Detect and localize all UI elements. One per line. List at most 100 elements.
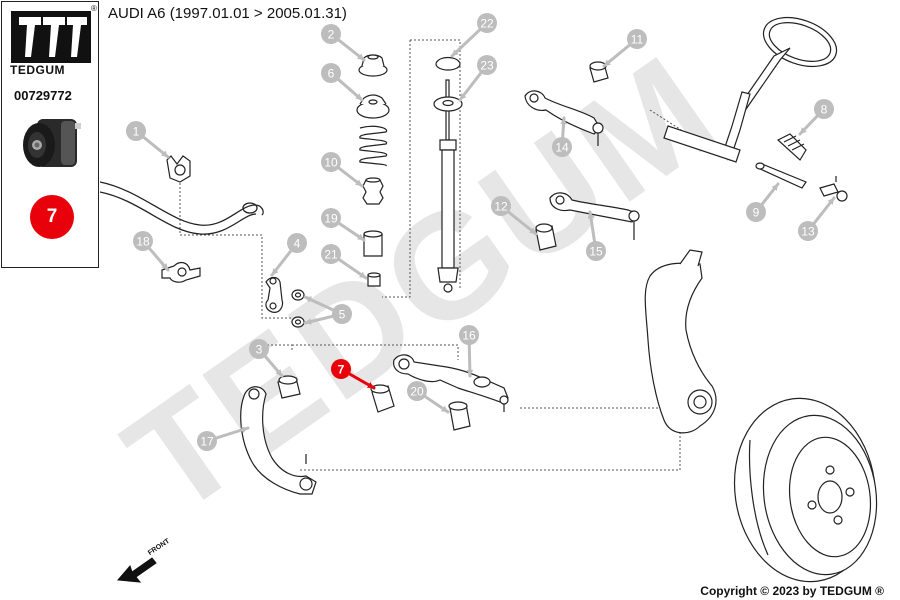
callout-8: 8 [798,99,834,136]
callout-arrowhead [357,233,364,240]
callout-bubble [321,63,341,83]
vehicle-title: AUDI A6 (1997.01.01 > 2005.01.31) [108,5,347,22]
callout-label: 19 [324,212,338,226]
callout-14: 14 [552,116,572,157]
callout-arrowhead [355,93,362,100]
callout-label: 7 [338,363,345,377]
callout-bubble [287,233,307,253]
copyright-text: Copyright © 2023 by TEDGUM ® [700,584,884,598]
callout-label: 8 [821,103,828,117]
callout-arrowhead [305,296,312,303]
callout-arrowhead [771,184,778,191]
part-13-tie-rod-end [819,176,848,202]
callout-bubble [321,152,341,172]
callout-16: 16 [459,325,479,378]
callout-bubble [249,339,269,359]
brand-name: TEDGUM [10,63,65,77]
part-1-stabilizer-bushing [166,155,191,183]
steering-assembly [663,16,838,163]
tedgum-logo [11,11,91,63]
callout-12: 12 [491,196,538,236]
part-8-rack-boot [776,133,807,161]
callout-bubble [586,241,606,261]
callout-bubble [321,244,341,264]
callout-22: 22 [450,13,497,58]
callout-arrowhead [529,227,536,234]
part-18-stabilizer-clamp [161,261,201,283]
steering-knuckle [644,249,717,434]
stabilizer-bar [99,181,264,235]
callout-bubble [814,99,834,119]
part-14-upper-front-arm [524,90,604,146]
callout-arrowhead [827,198,834,205]
callout-label: 18 [136,235,150,249]
part-9-tie-rod [755,162,807,189]
callout-arrowhead [359,271,366,278]
part-15-upper-rear-arm [549,192,640,240]
callout-label: 6 [328,67,335,81]
callout-bubble [459,325,479,345]
callout-10: 10 [321,152,364,188]
part-11-bushing [589,61,609,83]
callout-bubble [552,137,572,157]
part-20-bushing [448,401,471,431]
callout-bubble [746,202,766,222]
callout-19: 19 [321,208,366,242]
registered-mark: ® [91,4,97,13]
callout-arrowhead [460,93,467,100]
callout-label: 9 [753,206,760,220]
callout-bubble [798,221,818,241]
callout-7: 7 [331,359,376,390]
rear-strut-mounts [433,56,463,112]
callout-arrowhead [355,179,362,186]
callout-6: 6 [321,63,364,102]
callout-bubble [331,359,351,379]
front-arrow [116,557,157,583]
callout-label: 3 [256,343,263,357]
callout-arrowhead [587,212,595,219]
callout-15: 15 [586,210,606,261]
callout-label: 10 [324,156,338,170]
callout-label: 17 [200,435,214,449]
callout-label: 12 [494,200,508,214]
callout-bubble [126,121,146,141]
callout-arrowhead [161,150,168,157]
callout-label: 2 [328,28,335,42]
callout-arrowhead [275,369,282,376]
callout-label: 14 [555,141,569,155]
callout-11: 11 [602,29,647,68]
part-info-panel: ® TEDGUM 00729772 7 [1,1,99,268]
part-12-bushing [535,223,557,251]
callout-4: 4 [270,233,307,277]
callout-20: 20 [407,381,450,414]
callout-bubble [477,55,497,75]
wheel [733,397,878,583]
callout-arrowhead [241,426,248,434]
callout-arrowhead [357,53,364,60]
part-3-bushing [277,375,301,399]
part-photo [23,119,81,167]
callout-label: 23 [480,59,494,73]
callout-bubble [477,13,497,33]
callout-21: 21 [321,244,368,280]
callout-1: 1 [126,121,170,159]
callout-arrowhead [466,369,474,376]
callout-bubble [197,431,217,451]
part-4-stabilizer-link [265,276,284,313]
callout-arrowhead [800,127,807,134]
callout-label: 22 [480,17,494,31]
callout-arrowhead [272,268,279,275]
callout-label: 1 [133,125,140,139]
front-strut-components [356,54,390,287]
callout-bubble [332,304,352,324]
callout-bubble [133,231,153,251]
callout-label: 16 [462,329,476,343]
part-number: 00729772 [14,88,72,103]
callout-9: 9 [746,182,780,222]
callout-bubble [491,196,511,216]
callout-label: 13 [801,225,815,239]
callout-label: 21 [324,248,338,262]
part-7-lower-arm-bushing [370,384,395,413]
